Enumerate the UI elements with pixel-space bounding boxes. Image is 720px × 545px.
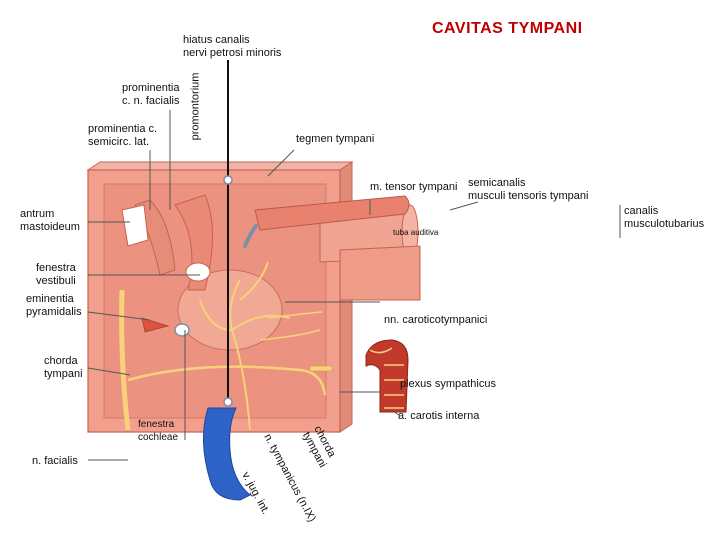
carotid-artery xyxy=(365,339,409,413)
label-eminentia: eminentia pyramidalis xyxy=(26,293,82,319)
fenestra-cochleae-window xyxy=(174,323,190,337)
label-eminentia-line2: pyramidalis xyxy=(26,306,82,318)
label-semicanalis-line2: musculi tensoris tympani xyxy=(468,190,589,202)
hiatus-bottom-marker xyxy=(223,397,233,407)
label-prominentia-semicirc-line2: semicirc. lat. xyxy=(88,136,150,148)
label-caroticotympanici: nn. caroticotympanici xyxy=(384,314,488,326)
label-tegmen: tegmen tympani xyxy=(296,133,375,145)
label-eminentia-line1: eminentia xyxy=(26,293,74,305)
label-fenestra-cochleae-line1: fenestra xyxy=(138,419,175,430)
label-chorda: chorda tympani xyxy=(44,355,83,381)
label-hiatus-line2: nervi petrosi minoris xyxy=(183,47,282,59)
label-prominentia-facialis: prominentia c. n. facialis xyxy=(122,82,179,108)
label-fenestra-cochleae-line2: cochleae xyxy=(138,432,179,443)
box-top-face xyxy=(86,161,354,171)
label-antrum: antrum mastoideum xyxy=(20,208,80,234)
hiatus-top-marker xyxy=(223,175,233,185)
eminentia-pyramidalis xyxy=(141,317,170,333)
label-chorda-line1: chorda xyxy=(44,355,78,367)
facial-nerve xyxy=(119,289,131,431)
antrum-opening xyxy=(121,204,149,247)
label-promontorium: promontorium xyxy=(189,72,202,141)
chorda-tympani-nerve xyxy=(127,365,327,396)
label-plexus: plexus sympathicus xyxy=(400,378,496,390)
label-tuba: tuba auditiva xyxy=(393,228,439,237)
label-semicanalis: semicanalis musculi tensoris tympani xyxy=(468,177,588,203)
label-canalis: canalis musculotubarius xyxy=(624,205,704,231)
jugular-vein xyxy=(202,407,251,501)
label-canalis-line1: canalis xyxy=(624,205,659,217)
label-prominentia-semicirc: prominentia c. semicirc. lat. xyxy=(88,123,157,149)
label-hiatus: hiatus canalis nervi petrosi minoris xyxy=(183,34,281,60)
label-fenestra-vestibuli-line1: fenestra xyxy=(36,262,76,274)
label-chorda-line2: tympani xyxy=(44,368,83,380)
label-carotis: a. carotis interna xyxy=(398,410,480,422)
caroticotympanic-nerves xyxy=(259,311,323,341)
label-antrum-line2: mastoideum xyxy=(20,221,80,233)
tensor-tendon xyxy=(243,224,258,248)
nerve-stub-right xyxy=(309,365,333,372)
fenestra-vestibuli-window xyxy=(185,262,211,282)
label-fenestra-cochleae: fenestra cochleae xyxy=(138,418,178,444)
diagram-title: CAVITAS TYMPANI xyxy=(432,20,583,37)
label-prominentia-facialis-line2: c. n. facialis xyxy=(122,95,180,107)
label-canalis-line2: musculotubarius xyxy=(624,218,705,230)
leader-lines xyxy=(87,110,621,461)
label-semicanalis-line1: semicanalis xyxy=(468,177,526,189)
label-fenestra-vestibuli-line2: vestibuli xyxy=(36,275,76,287)
label-prominentia-semicirc-line1: prominentia c. xyxy=(88,123,158,135)
carotid-canal-walls xyxy=(339,245,421,301)
label-tensor: m. tensor tympani xyxy=(370,181,458,193)
sympathetic-plexus-fibers xyxy=(369,347,404,409)
label-antrum-line1: antrum xyxy=(20,208,55,220)
label-fenestra-vestibuli: fenestra vestibuli xyxy=(36,262,76,288)
label-hiatus-line1: hiatus canalis xyxy=(183,34,250,46)
label-facialis: n. facialis xyxy=(32,455,78,467)
label-prominentia-facialis-line1: prominentia xyxy=(122,82,180,94)
tympanic-plexus xyxy=(199,261,291,431)
